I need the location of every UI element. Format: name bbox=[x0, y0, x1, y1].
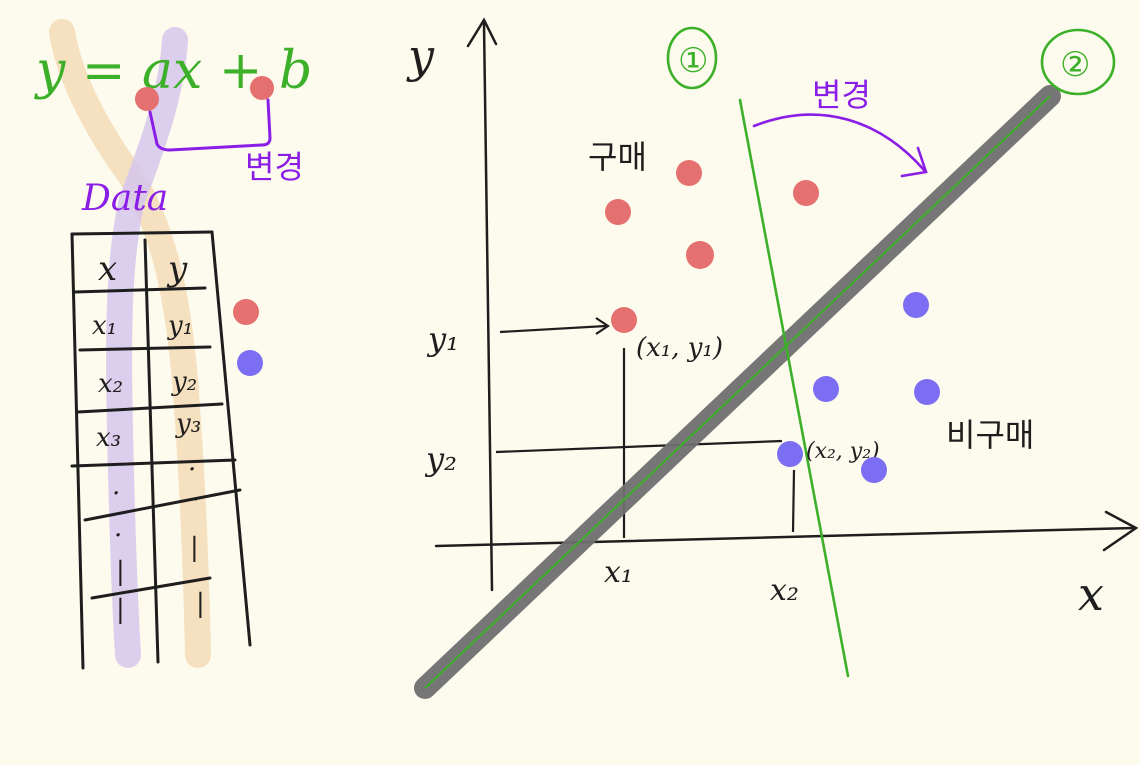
purchase-point bbox=[611, 307, 637, 333]
guide-y1-horizontal bbox=[499, 324, 607, 334]
table-cell-y: y₂ bbox=[171, 367, 197, 397]
y-axis-arrowhead bbox=[466, 17, 498, 48]
change-arrow bbox=[752, 113, 926, 172]
line-2-label-circle bbox=[1040, 28, 1116, 96]
param-change-bracket bbox=[148, 98, 272, 152]
point-label-1: (x₁, y₁) bbox=[636, 333, 723, 363]
table-cell-x: . bbox=[112, 471, 120, 501]
tick-label-x1: x₁ bbox=[604, 555, 633, 590]
line-1-label: ① bbox=[678, 41, 708, 81]
table-cell-y: y₁ bbox=[167, 311, 193, 341]
boundary-line-1 bbox=[738, 98, 850, 678]
line-1-label-circle bbox=[666, 26, 718, 90]
fitted-line-2 bbox=[424, 95, 1051, 689]
param-a-dot bbox=[135, 87, 159, 111]
table-cell-x: x₂ bbox=[98, 369, 123, 399]
data-table-grid bbox=[70, 230, 252, 670]
table-cell-x: · bbox=[114, 521, 122, 551]
y-column-highlight-band bbox=[49, 19, 211, 668]
change-arrowhead bbox=[900, 146, 928, 178]
param-b-dot bbox=[250, 76, 274, 100]
table-cell-y: | bbox=[196, 589, 205, 619]
no-purchase-point bbox=[813, 376, 839, 402]
table-cell-y: . bbox=[188, 447, 196, 477]
label-no-purchase: 비구매 bbox=[946, 416, 1034, 454]
y-axis-label: y bbox=[406, 29, 435, 83]
no-purchase-points bbox=[777, 292, 940, 483]
table-header-y: y bbox=[166, 249, 188, 289]
table-header-x: x bbox=[98, 249, 117, 289]
table-cell-x: x₁ bbox=[92, 311, 117, 341]
x-axis bbox=[434, 526, 1136, 548]
x-column-highlight-band bbox=[106, 27, 188, 668]
x-axis-label: x bbox=[1078, 567, 1104, 621]
table-cell-y: | bbox=[190, 533, 199, 563]
guide-x2-vertical bbox=[791, 469, 796, 533]
table-cell-x: | bbox=[116, 557, 125, 587]
purchase-points bbox=[605, 160, 819, 333]
tick-label-x2: x₂ bbox=[770, 573, 799, 608]
table-cell-y: y₃ bbox=[175, 409, 201, 439]
legend-no-purchase-dot bbox=[237, 350, 263, 376]
x-axis-arrowhead bbox=[1102, 510, 1139, 552]
data-table-title: Data bbox=[81, 178, 168, 219]
purchase-point bbox=[676, 160, 702, 186]
table-cell-y: · bbox=[192, 485, 200, 515]
table-rows: x₁ y₁ x₂ y₂ x₃ y₃ . . · · | | | | bbox=[92, 311, 205, 625]
table-cell-x: | bbox=[116, 595, 125, 625]
no-purchase-point bbox=[861, 457, 887, 483]
change-label: 변경 bbox=[812, 76, 871, 114]
legend-purchase-dot bbox=[233, 299, 259, 325]
purchase-point bbox=[793, 180, 819, 206]
param-change-label: 변경 bbox=[245, 148, 304, 186]
label-purchase: 구매 bbox=[588, 138, 647, 176]
guide-y1-arrowhead bbox=[595, 317, 610, 335]
no-purchase-point bbox=[914, 379, 940, 405]
line-2-label: ② bbox=[1060, 45, 1090, 85]
guide-y2-horizontal bbox=[495, 439, 783, 454]
no-purchase-point bbox=[903, 292, 929, 318]
no-purchase-point bbox=[777, 441, 803, 467]
tick-label-y2: y₂ bbox=[424, 440, 457, 478]
tick-label-y1: y₁ bbox=[426, 320, 459, 358]
purchase-point bbox=[686, 241, 714, 269]
purchase-point bbox=[605, 199, 631, 225]
table-cell-x: x₃ bbox=[96, 423, 121, 453]
y-axis bbox=[482, 22, 494, 592]
